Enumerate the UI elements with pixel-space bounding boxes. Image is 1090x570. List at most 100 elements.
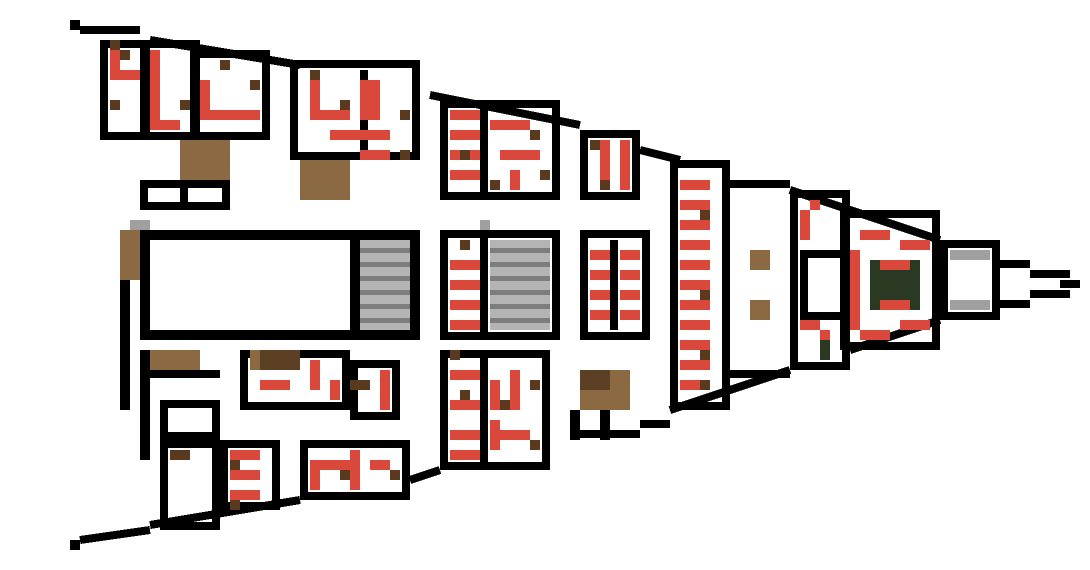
command-deck-wall-top: [840, 210, 940, 218]
bunk-tile[interactable]: [680, 240, 710, 250]
nose-spike-bottom: [1000, 300, 1030, 308]
bunk-tile[interactable]: [860, 330, 890, 340]
bunk-tile[interactable]: [620, 310, 640, 320]
deck-marker: [810, 200, 820, 210]
bunk-tile[interactable]: [360, 150, 390, 160]
bunk-tile[interactable]: [310, 460, 320, 490]
bunk-tile[interactable]: [500, 430, 530, 440]
bunk-tile[interactable]: [510, 170, 520, 190]
cargo-crate[interactable]: [180, 140, 230, 180]
bunk-tile[interactable]: [330, 130, 390, 140]
cabin-c-wall-left: [190, 50, 198, 140]
bunk-tile[interactable]: [590, 290, 610, 300]
bunk-tile[interactable]: [450, 320, 480, 330]
bunk-tile[interactable]: [600, 140, 610, 180]
bunk-tile[interactable]: [500, 150, 540, 160]
bunk-tile[interactable]: [450, 280, 480, 290]
cargo-crate[interactable]: [150, 350, 200, 370]
cabin-k-wall-left: [220, 440, 228, 510]
bunk-tile[interactable]: [680, 320, 710, 330]
bunk-tile[interactable]: [260, 380, 290, 390]
bunk-tile[interactable]: [620, 140, 630, 190]
bunk-tile[interactable]: [450, 400, 480, 410]
bunk-tile[interactable]: [370, 460, 390, 470]
cabin-e-wall-right: [552, 100, 560, 200]
bunk-tile[interactable]: [680, 360, 710, 370]
bunk-tile[interactable]: [800, 210, 810, 240]
bunk-pillow: [700, 290, 710, 300]
vent-slat: [360, 318, 410, 323]
grid-cabin-divider: [610, 240, 618, 330]
conduit-node: [130, 220, 150, 230]
cabin-d-wall-top: [290, 60, 420, 68]
bunk-tile[interactable]: [680, 300, 710, 310]
bunk-tile[interactable]: [320, 460, 350, 470]
bunk-tile[interactable]: [120, 70, 140, 80]
cabin-h-wall-bottom: [350, 412, 400, 420]
bunk-tile[interactable]: [450, 130, 480, 140]
bunk-tile[interactable]: [590, 250, 610, 260]
bunk-tile[interactable]: [490, 420, 500, 450]
bunk-tile[interactable]: [450, 430, 480, 440]
hangar-wall-mid: [350, 230, 360, 340]
bunk-tile[interactable]: [800, 320, 820, 330]
bunk-tile[interactable]: [450, 110, 480, 120]
bunk-tile[interactable]: [510, 370, 520, 410]
bunk-tile[interactable]: [680, 200, 710, 210]
command-deck-wall-bottom: [840, 342, 940, 350]
bunk-tile[interactable]: [620, 250, 640, 260]
bunk-tile[interactable]: [590, 310, 610, 320]
bunk-tile[interactable]: [900, 240, 930, 250]
bunk-tile[interactable]: [380, 370, 390, 410]
cargo-crate[interactable]: [750, 300, 770, 320]
bunk-tile[interactable]: [620, 270, 640, 280]
bunk-tile[interactable]: [680, 280, 710, 290]
bunk-tile[interactable]: [450, 300, 480, 310]
crate-shadow: [260, 350, 300, 370]
bunk-tile[interactable]: [450, 450, 480, 460]
cabin-g-wall-bottom: [240, 402, 350, 410]
bunk-tile[interactable]: [490, 380, 500, 410]
bunk-tile[interactable]: [450, 370, 480, 380]
command-deck-wall-right: [932, 210, 940, 350]
bunk-tile[interactable]: [160, 120, 180, 130]
bunk-tile[interactable]: [230, 470, 260, 480]
bunk-tile[interactable]: [320, 110, 350, 120]
bunk-tile[interactable]: [350, 450, 360, 490]
bunk-tile[interactable]: [680, 180, 710, 190]
cabin-d-wall-left: [290, 60, 298, 160]
cargo-crate[interactable]: [120, 230, 140, 280]
bunk-tile[interactable]: [490, 120, 530, 130]
bunk-tile[interactable]: [150, 50, 160, 130]
cabin-a-wall-left: [100, 40, 108, 140]
cabin-i-wall-right: [212, 400, 220, 440]
bunk-tile[interactable]: [590, 270, 610, 280]
bunk-tile[interactable]: [310, 360, 320, 390]
cargo-crate[interactable]: [300, 160, 350, 200]
bunk-tile[interactable]: [200, 80, 210, 120]
bunk-tile[interactable]: [680, 380, 710, 390]
bridge-inner-wall-bottom: [800, 312, 850, 320]
bunk-tile[interactable]: [900, 320, 930, 330]
cargo-crate[interactable]: [750, 250, 770, 270]
vent-grille[interactable]: [490, 240, 550, 330]
bunk-tile[interactable]: [230, 490, 260, 500]
vent-grille[interactable]: [360, 240, 410, 330]
bunk-tile[interactable]: [230, 450, 260, 460]
bunk-tile[interactable]: [680, 220, 710, 230]
hull-lower-edge-a: [149, 496, 301, 529]
cabin-c-wall-bottom: [190, 132, 270, 140]
bunk-pillow: [530, 380, 540, 390]
bunk-tile[interactable]: [680, 340, 710, 350]
bunk-tile[interactable]: [310, 80, 320, 120]
bunk-tile[interactable]: [360, 80, 380, 120]
bunk-tile[interactable]: [860, 230, 890, 240]
bunk-tile[interactable]: [620, 290, 640, 300]
bunk-tile[interactable]: [850, 250, 860, 330]
bunk-tile[interactable]: [210, 110, 260, 120]
bunk-tile[interactable]: [110, 50, 120, 80]
bunk-tile[interactable]: [680, 260, 710, 270]
bunk-tile[interactable]: [330, 380, 340, 400]
bunk-tile[interactable]: [450, 260, 480, 270]
bunk-tile[interactable]: [450, 170, 480, 180]
